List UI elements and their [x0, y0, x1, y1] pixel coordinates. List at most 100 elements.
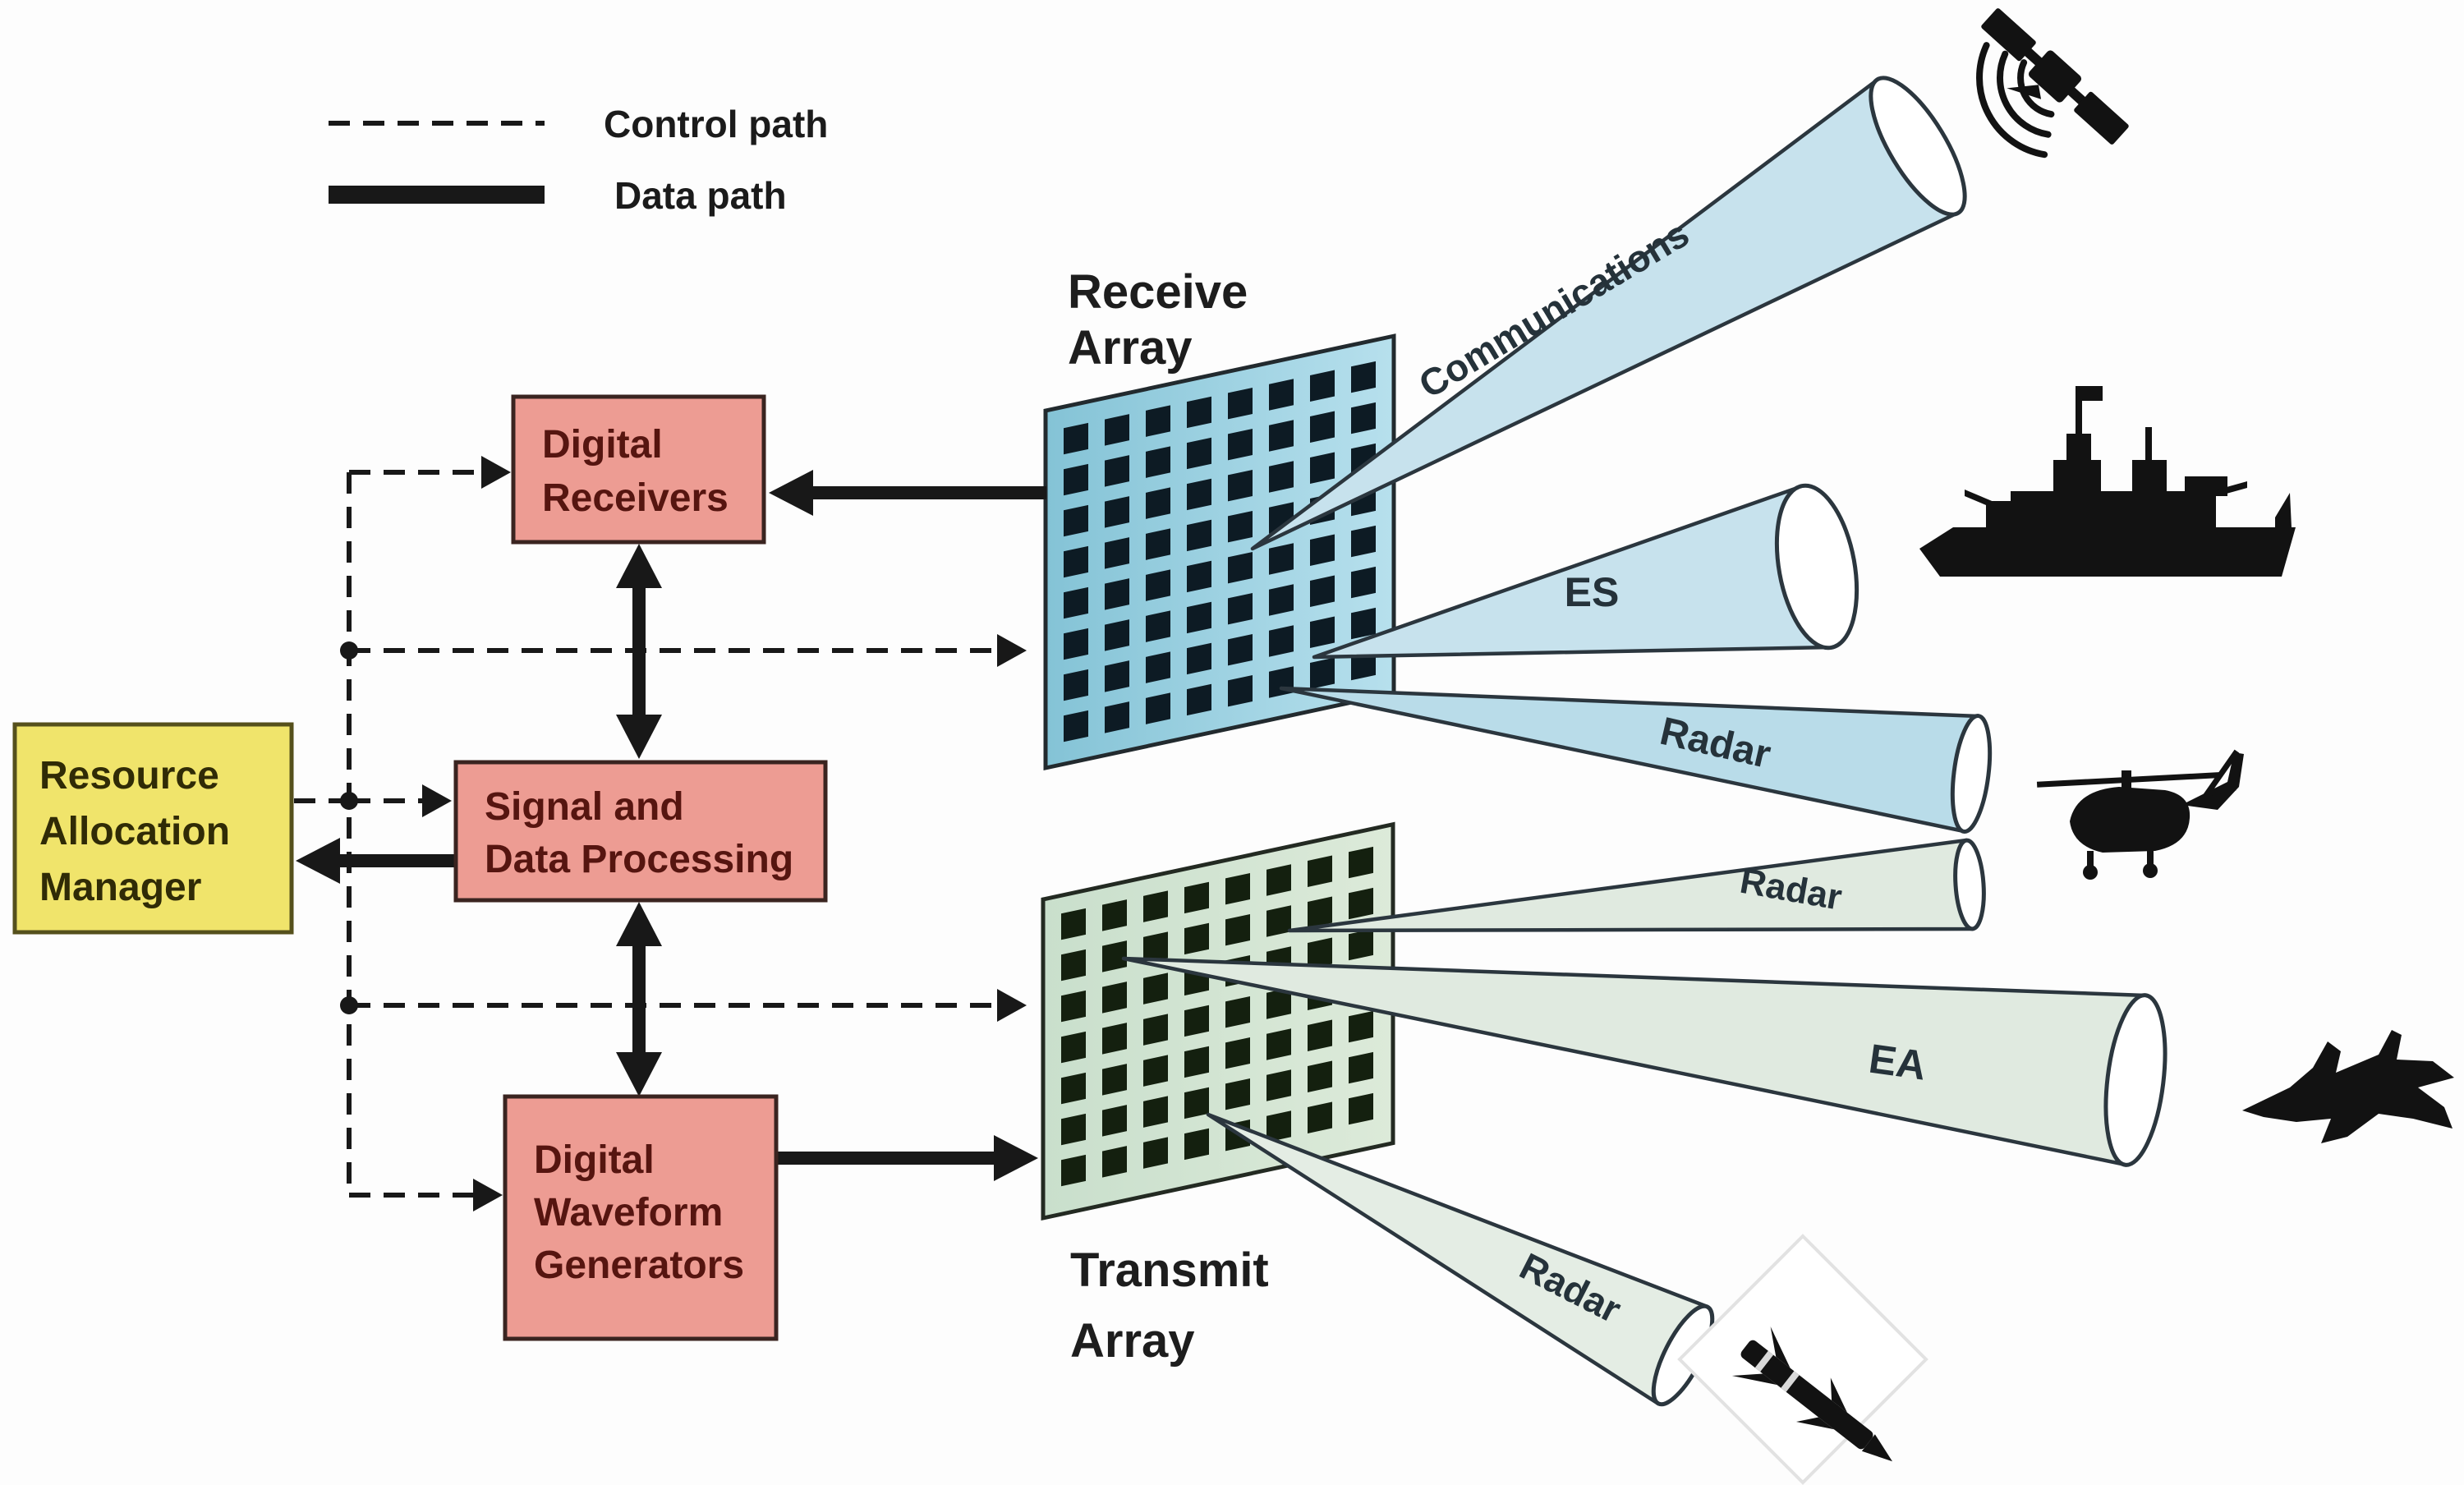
array-element — [1269, 379, 1294, 411]
array-element — [1184, 1087, 1209, 1119]
array-element — [1187, 478, 1211, 511]
array-element — [1310, 452, 1335, 484]
array-element — [1266, 1028, 1291, 1060]
array-element — [1061, 1154, 1086, 1187]
array-element — [1143, 890, 1168, 922]
array-element — [1146, 446, 1170, 478]
array-element — [1064, 545, 1088, 578]
transmit-array-label-line1: Transmit — [1070, 1244, 1269, 1297]
array-element — [1143, 931, 1168, 963]
data-paths — [338, 486, 1046, 1165]
array-element — [1310, 411, 1335, 443]
array-element — [1269, 543, 1294, 575]
array-element — [1105, 578, 1129, 610]
legend-control-path-label: Control path — [604, 103, 828, 145]
receive-array-label: Receive Array — [1068, 265, 1248, 375]
array-element — [1143, 1055, 1168, 1087]
array-element — [1143, 1096, 1168, 1128]
array-element — [1228, 469, 1253, 502]
receive-array-panel — [1043, 333, 1396, 771]
array-element — [1225, 1078, 1250, 1110]
array-element — [1351, 607, 1376, 640]
array-element — [1187, 560, 1211, 593]
array-element — [1351, 402, 1376, 434]
junction-dot — [340, 792, 358, 810]
array-element — [1102, 1064, 1127, 1096]
array-element — [1187, 396, 1211, 429]
array-element — [1310, 616, 1335, 648]
signal-and-data-processing-box: Signal and Data Processing — [453, 760, 828, 903]
array-element — [1269, 625, 1294, 657]
array-element — [1228, 633, 1253, 666]
array-element — [1184, 1128, 1209, 1161]
array-element — [1269, 461, 1294, 493]
array-element — [1349, 1051, 1373, 1084]
array-element — [1228, 428, 1253, 461]
digital-receivers-label-line1: Digital — [542, 423, 663, 467]
array-element — [1146, 528, 1170, 560]
data-path-line-sample-icon — [329, 186, 545, 204]
array-element — [1184, 1005, 1209, 1037]
array-element — [1308, 855, 1332, 887]
array-element — [1349, 846, 1373, 879]
control-paths — [294, 470, 997, 1198]
array-element — [1310, 657, 1335, 689]
signal-processing-label-line1: Signal and — [485, 785, 684, 829]
array-element — [1228, 674, 1253, 707]
signal-processing-label-line2: Data Processing — [485, 838, 793, 881]
array-element — [1349, 1010, 1373, 1043]
transmit-array-label: Transmit Array — [1070, 1244, 1269, 1368]
array-element — [1266, 905, 1291, 937]
array-element — [1225, 1037, 1250, 1069]
array-element — [1064, 504, 1088, 537]
array-element — [1351, 566, 1376, 599]
array-element — [1187, 683, 1211, 716]
beam-radar-transmit-helicopter — [1287, 838, 1986, 933]
array-element — [1146, 405, 1170, 437]
transmit-array-label-line2: Array — [1070, 1314, 1195, 1368]
array-element — [1310, 575, 1335, 607]
array-element — [1061, 1113, 1086, 1146]
transmit-array-panel — [1041, 821, 1395, 1221]
array-element — [1225, 872, 1250, 905]
warship-icon — [1919, 386, 2296, 577]
array-element — [1187, 601, 1211, 634]
array-element — [1228, 387, 1253, 420]
array-element — [1269, 584, 1294, 616]
array-element — [1308, 896, 1332, 928]
array-element — [1308, 1101, 1332, 1133]
array-element — [1351, 525, 1376, 558]
array-element — [1310, 534, 1335, 566]
array-element — [1269, 420, 1294, 452]
array-element — [1187, 642, 1211, 675]
beam-ea — [1121, 956, 2167, 1167]
waveform-generators-label-line3: Generators — [534, 1244, 744, 1287]
transmit-array-elements — [1061, 846, 1373, 1187]
receive-array-elements — [1064, 361, 1376, 742]
array-element — [1102, 1105, 1127, 1137]
array-element — [1146, 692, 1170, 724]
array-element — [1105, 660, 1129, 692]
beam-label-ea: EA — [1866, 1036, 1929, 1089]
beam-label-es: ES — [1565, 569, 1620, 615]
helicopter-icon — [2036, 749, 2244, 880]
array-element — [1308, 937, 1332, 969]
array-element — [1143, 972, 1168, 1005]
array-element — [1061, 990, 1086, 1023]
beam-radar-receive — [1279, 686, 1993, 834]
array-element — [1064, 628, 1088, 660]
array-element — [1102, 1023, 1127, 1055]
array-element — [1064, 669, 1088, 701]
array-element — [1146, 651, 1170, 683]
array-element — [1105, 455, 1129, 487]
array-element — [1225, 995, 1250, 1028]
waveform-generators-label-line1: Digital — [534, 1138, 655, 1182]
array-element — [1349, 1092, 1373, 1125]
array-element — [1064, 710, 1088, 742]
array-element — [1187, 519, 1211, 552]
fighter-jet-icon — [2242, 1030, 2454, 1143]
legend-data-path-label: Data path — [614, 174, 787, 217]
array-element — [1228, 551, 1253, 584]
digital-receivers-box: Digital Receivers — [511, 394, 766, 545]
